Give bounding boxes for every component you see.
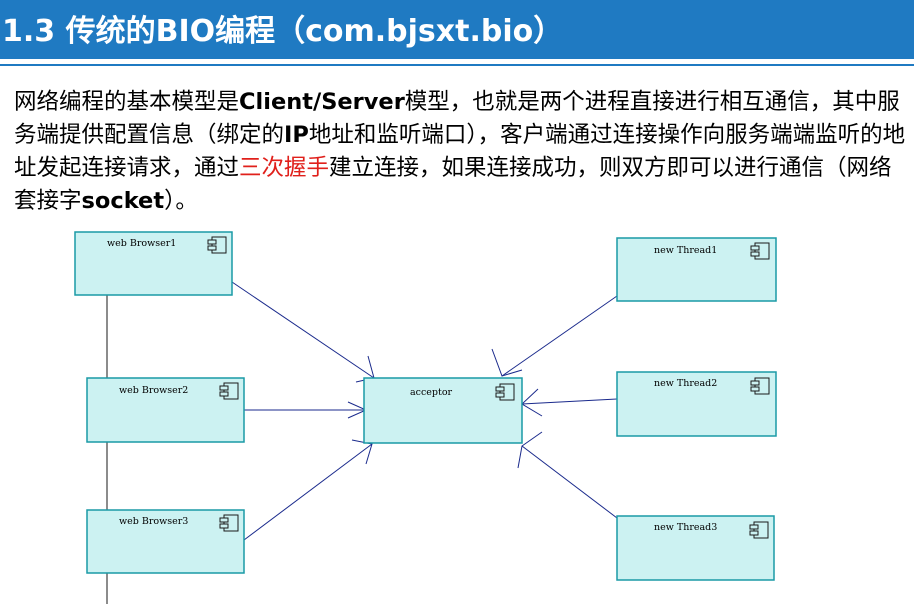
label-web-browser1: web Browser1	[107, 238, 177, 249]
arrowhead-browser3	[351, 439, 373, 465]
slide-title: 1.3 传统的BIO编程（com.bjsxt.bio）	[2, 14, 564, 49]
para-text-3: 地址和监听端口），客户端通过连接操作向服务端端监听的地址发起连接请求，通过	[14, 122, 906, 181]
title-bar: 1.3 传统的BIO编程（com.bjsxt.bio）	[0, 0, 914, 59]
box-web-browser1	[74, 231, 233, 296]
arrowhead-thread2	[521, 388, 543, 417]
label-web-browser3: web Browser3	[119, 516, 189, 527]
para-bold-socket: socket	[81, 188, 165, 214]
para-text-1: 网络编程的基本模型是	[14, 89, 240, 115]
line-thread3-acceptor	[521, 445, 618, 519]
label-new-thread1: new Thread1	[654, 245, 718, 256]
para-text-4: 建立连接，如果连接成功，则双方即可以进行通信（网络套接字	[14, 155, 892, 214]
box-new-thread1	[616, 237, 777, 302]
line-browser1-acceptor	[231, 281, 375, 379]
component-icon-web-browser1	[207, 236, 227, 254]
line-thread2-acceptor	[521, 398, 618, 405]
component-icon-new-thread2	[750, 377, 770, 395]
line-browser3-acceptor	[243, 443, 373, 541]
label-new-thread3: new Thread3	[654, 522, 718, 533]
para-bold-client-server: Client/Server	[239, 89, 405, 115]
arrowhead-thread1	[491, 348, 523, 377]
para-bold-ip: IP	[284, 122, 309, 148]
title-underline	[0, 64, 914, 66]
component-icon-new-thread1	[750, 242, 770, 260]
component-icon-web-browser3	[219, 514, 239, 532]
label-new-thread2: new Thread2	[654, 378, 718, 389]
line-thread1-acceptor	[501, 295, 618, 377]
box-web-browser2	[86, 377, 245, 443]
box-web-browser3	[86, 509, 245, 574]
title-gap	[0, 59, 914, 64]
label-web-browser2: web Browser2	[119, 385, 189, 396]
box-new-thread3	[616, 515, 775, 581]
body-paragraph: 网络编程的基本模型是Client/Server模型，也就是两个进程直接进行相互通…	[14, 86, 906, 218]
para-text-2: 模型，也就是两个进程直接进行相互通信，其中服务端提供配置信息（绑定的	[14, 89, 900, 148]
label-acceptor: acceptor	[410, 387, 453, 398]
component-boxes	[74, 231, 777, 581]
component-icon-acceptor	[495, 383, 515, 401]
arrowhead-thread3	[517, 431, 543, 469]
component-icon-web-browser2	[219, 382, 239, 400]
para-highlight-handshake: 三次握手	[239, 155, 330, 181]
component-icon-new-thread3	[749, 521, 769, 539]
para-text-5: ）。	[164, 188, 198, 214]
connection-lines	[231, 281, 618, 541]
box-new-thread2	[616, 371, 777, 437]
